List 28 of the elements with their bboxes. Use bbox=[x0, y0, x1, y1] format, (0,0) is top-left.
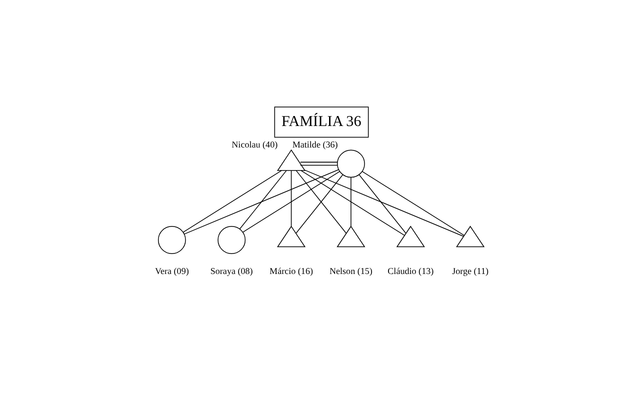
node-label: Vera (09) bbox=[154, 266, 189, 276]
connector bbox=[242, 171, 340, 233]
node-triangle bbox=[276, 149, 306, 171]
node-circle bbox=[158, 226, 186, 254]
connector bbox=[184, 169, 340, 234]
node-label: Soraya (08) bbox=[210, 266, 253, 276]
node-label: Cláudio (13) bbox=[388, 266, 434, 276]
connector bbox=[358, 174, 406, 234]
node-triangle bbox=[276, 226, 306, 248]
node-circle bbox=[336, 150, 365, 178]
node-label: Nicolau (40) bbox=[232, 140, 278, 150]
connector bbox=[300, 170, 405, 236]
connector bbox=[350, 177, 352, 227]
connector bbox=[362, 171, 464, 236]
connector bbox=[300, 162, 338, 166]
node-triangle bbox=[396, 226, 425, 248]
connector bbox=[182, 170, 282, 233]
connector bbox=[290, 170, 292, 227]
node-label: Matilde (36) bbox=[292, 140, 338, 150]
connector bbox=[304, 170, 464, 237]
node-label: Jorge (11) bbox=[452, 266, 489, 276]
node-triangle bbox=[336, 226, 366, 248]
connector bbox=[239, 170, 287, 230]
node-label: Nelson (15) bbox=[329, 266, 372, 276]
node-triangle bbox=[456, 226, 485, 248]
diagram-title: FAMÍLIA 36 bbox=[281, 114, 362, 130]
node-label: Márcio (16) bbox=[270, 266, 314, 276]
node-circle bbox=[218, 226, 246, 254]
